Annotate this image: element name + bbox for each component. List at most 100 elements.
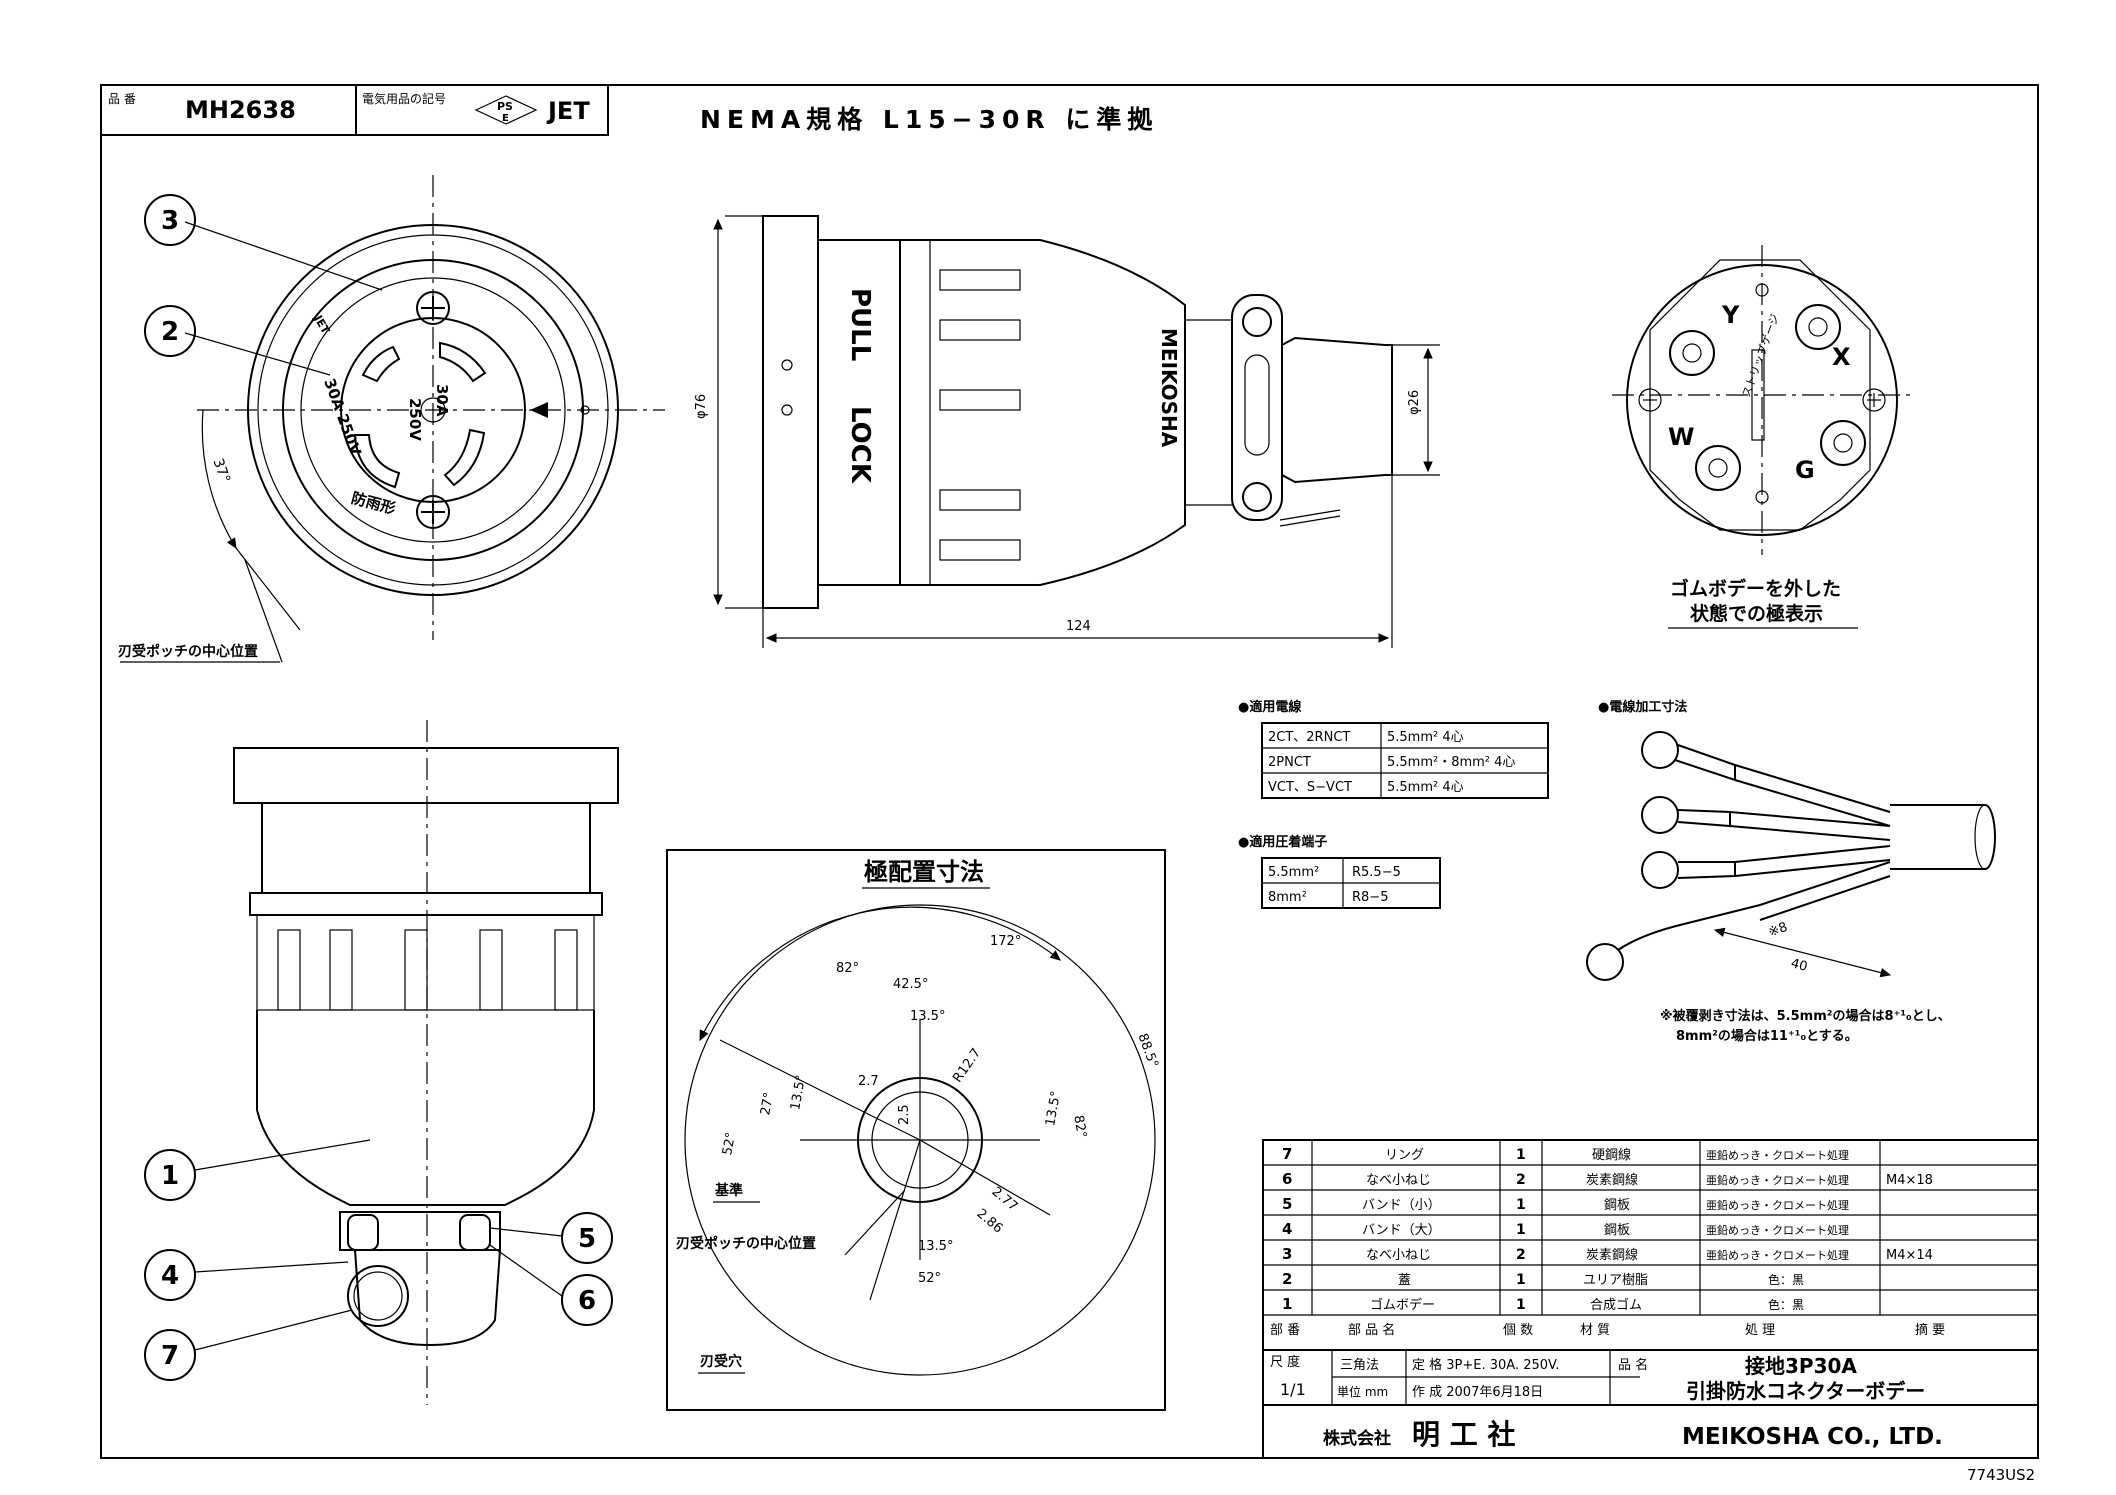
parts-header-material: 材 質 [1580, 1323, 1610, 1338]
pole-letter-w: W [1668, 423, 1694, 451]
part2-name: 蓋 [1398, 1273, 1411, 1288]
dim-r12-7: R12.7 [950, 1046, 984, 1086]
part5-material: 鋼板 [1604, 1198, 1630, 1213]
callout-5: 5 [561, 1212, 613, 1264]
dim-13-5b: 13.5° [1043, 1090, 1064, 1128]
parts-header-no: 部 番 [1270, 1323, 1300, 1338]
drawing-code: 7743US2 [1967, 1466, 2035, 1484]
company-prefix: 株式会社 [1323, 1428, 1391, 1449]
part1-treatment: 色：黒 [1768, 1298, 1804, 1312]
part3-treatment: 亜鉛めっき・クロメート処理 [1706, 1248, 1849, 1262]
inner-view: Y X W G ストリップゲージ ゴムボデーを外した 状態での極表示 [1612, 245, 1912, 629]
part7-no: 7 [1282, 1145, 1292, 1163]
parts-header-name: 部 品 名 [1348, 1322, 1395, 1338]
dim-2-77: 2.77 [989, 1184, 1021, 1214]
terminal-table-title: ●適用圧着端子 [1238, 834, 1327, 850]
dia-26: φ26 [1407, 390, 1422, 415]
slot-label: 刃受穴 [700, 1353, 742, 1370]
part3-note: M4×14 [1886, 1248, 1933, 1263]
part3-qty: 2 [1516, 1247, 1526, 1263]
part2-no: 2 [1282, 1270, 1292, 1288]
dim-172: 172° [990, 934, 1021, 949]
part6-name: なべ小ねじ [1366, 1173, 1431, 1188]
wire-dim-strip: ※8 [1767, 920, 1790, 941]
face-voltage: 250V [406, 398, 424, 441]
face-text-left: 30A 250V [320, 376, 365, 458]
cable-type-1: 2CT、2RNCT [1268, 730, 1350, 745]
wire-note-1: ※被覆剥き寸法は、5.5mm²の場合は8⁺¹₀とし、 [1660, 1008, 1951, 1024]
ref-label: 基準 [715, 1182, 743, 1199]
part7-qty: 1 [1516, 1147, 1526, 1163]
callout-6: 6 [561, 1274, 613, 1326]
pse-diamond-icon [474, 95, 538, 125]
dim-2-5: 2.5 [897, 1104, 912, 1125]
parts-table: 7 リング 1 硬鋼線 亜鉛めっき・クロメート処理 6 なべ小ねじ 2 炭素鋼線… [1262, 1139, 2039, 1351]
projection: 三角法 [1340, 1358, 1379, 1373]
part5-qty: 1 [1516, 1197, 1526, 1213]
part4-material: 鋼板 [1604, 1223, 1630, 1238]
part5-no: 5 [1282, 1195, 1292, 1213]
part3-name: なべ小ねじ [1366, 1248, 1431, 1263]
dim-42-5: 42.5° [893, 977, 928, 992]
svg-text:4: 4 [161, 1261, 179, 1291]
wire-dim-length: 40 [1789, 956, 1809, 975]
product-name-1: 接地3P30A [1745, 1354, 1857, 1378]
part6-qty: 2 [1516, 1172, 1526, 1188]
part4-qty: 1 [1516, 1222, 1526, 1238]
side-view: PULL LOCK MEIKOSHA φ76 φ26 124 [694, 215, 1440, 648]
angle-dim: 37° [210, 456, 234, 485]
svg-text:3: 3 [161, 206, 179, 236]
center-note: 刃受ポッチの中心位置 [118, 643, 258, 660]
lower-elevation [233, 720, 619, 1405]
name-label: 品 名 [1618, 1357, 1648, 1373]
part6-no: 6 [1282, 1170, 1292, 1188]
pole-letter-y: Y [1721, 301, 1740, 329]
created-date: 作 成 2007年6月18日 [1412, 1385, 1543, 1400]
part6-note: M4×18 [1886, 1173, 1933, 1188]
lock-label: LOCK [845, 406, 875, 484]
pse-mark-bottom: E [502, 113, 509, 124]
part6-material: 炭素鋼線 [1586, 1172, 1638, 1188]
callout-3: 3 [144, 194, 196, 246]
dia-76: φ76 [694, 394, 709, 419]
part7-treatment: 亜鉛めっき・クロメート処理 [1706, 1148, 1849, 1162]
part4-name: バンド（大） [1362, 1223, 1441, 1238]
callout-7: 7 [144, 1329, 196, 1381]
top-title-block: 品 番 MH2638 電気用品の記号 PS E JET NEMA規格 L15−3… [100, 84, 1152, 136]
cable-spec-3: 5.5mm² 4心 [1387, 780, 1464, 795]
terminal-size-2: 8mm² [1268, 890, 1307, 905]
parts-header-treatment: 処 理 [1745, 1323, 1775, 1338]
svg-text:1: 1 [161, 1161, 179, 1191]
parts-header-qty: 個 数 [1503, 1323, 1533, 1338]
part7-material: 硬鋼線 [1592, 1147, 1631, 1163]
dim-52b: 52° [918, 1271, 941, 1286]
cable-table-title: ●適用電線 [1238, 699, 1302, 715]
wire-processing: ●電線加工寸法 ※8 40 ※被覆剥き寸法は、5.5mm²の場合は8⁺¹₀とし、… [1586, 699, 1996, 1044]
face-text-jet: JET [311, 312, 333, 336]
part5-treatment: 亜鉛めっき・クロメート処理 [1706, 1198, 1849, 1212]
svg-text:6: 6 [578, 1286, 596, 1316]
part5-name: バンド（小） [1362, 1198, 1441, 1213]
dim-2-7: 2.7 [858, 1074, 879, 1089]
cable-table: ●適用電線 2CT、2RNCT 5.5mm² 4心 2PNCT 5.5mm²・8… [1238, 699, 1549, 799]
svg-text:5: 5 [578, 1224, 596, 1254]
company-jp: 明 工 社 [1412, 1418, 1516, 1451]
rating: 定 格 3P+E. 30A. 250V. [1412, 1357, 1559, 1373]
callout-4: 4 [144, 1249, 196, 1301]
company-en: MEIKOSHA CO., LTD. [1682, 1424, 1943, 1450]
part1-material: 合成ゴム [1590, 1297, 1642, 1313]
part1-no: 1 [1282, 1295, 1292, 1313]
parts-header-note: 摘 要 [1915, 1322, 1945, 1338]
dim-13-5a: 13.5° [910, 1009, 945, 1024]
jet-mark: JET [546, 97, 590, 125]
terminal-code-2: R8−5 [1352, 890, 1388, 905]
part-number-label: 品 番 [108, 92, 136, 106]
part2-qty: 1 [1516, 1272, 1526, 1288]
part3-no: 3 [1282, 1245, 1292, 1263]
terminal-size-1: 5.5mm² [1268, 865, 1319, 880]
callout-2: 2 [144, 305, 196, 357]
callouts: 3 2 1 4 7 5 6 [144, 194, 613, 1381]
face-rating: 30A [433, 384, 451, 417]
scale-label: 尺 度 [1270, 1354, 1300, 1370]
